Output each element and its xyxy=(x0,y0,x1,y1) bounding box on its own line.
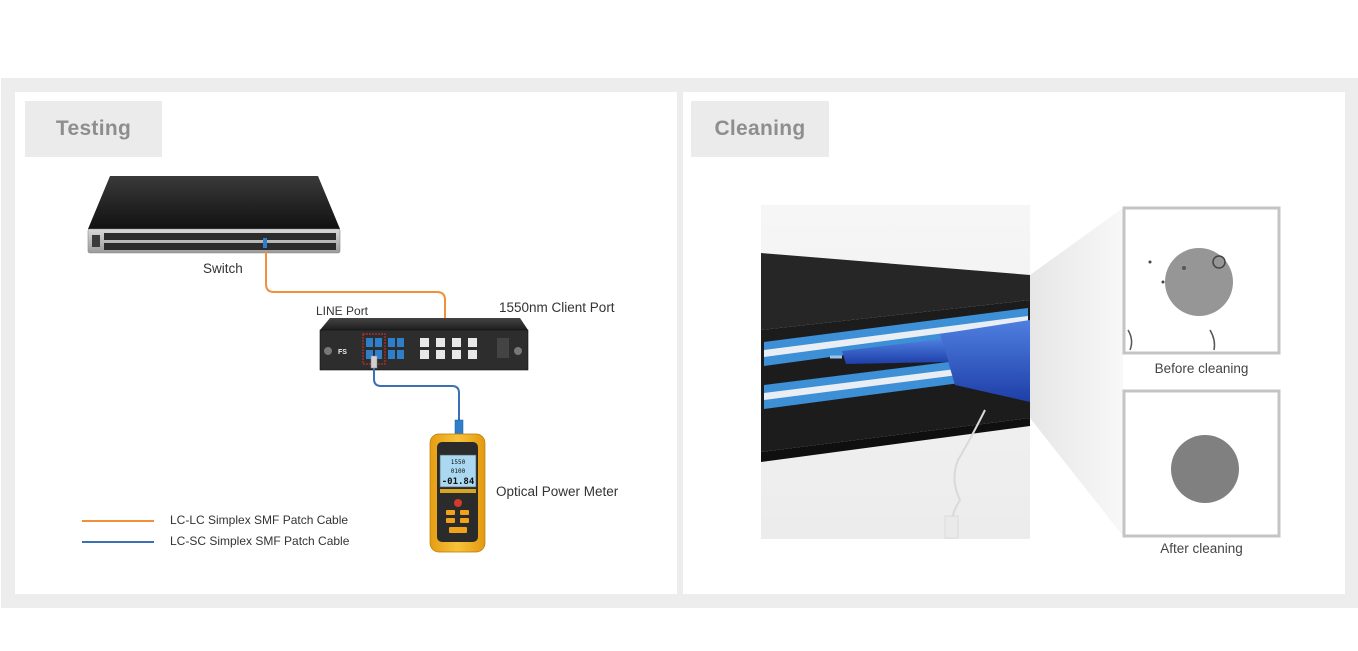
meter-power-button xyxy=(454,499,462,507)
cleaning-heading: Cleaning xyxy=(691,101,829,157)
cleaning-pen xyxy=(830,320,1030,539)
meter-display-top: 1550 xyxy=(451,459,466,466)
legend-lc-lc-label: LC-LC Simplex SMF Patch Cable xyxy=(170,513,349,527)
zoom-cone xyxy=(1030,208,1123,536)
after-cleaning-caption: After cleaning xyxy=(1160,541,1243,556)
before-cleaning-caption: Before cleaning xyxy=(1154,361,1249,376)
before-cleaning-image xyxy=(1122,206,1281,355)
lc-lc-cable xyxy=(265,252,446,333)
after-cleaning-image xyxy=(1122,389,1281,538)
optical-power-meter: 1550 0100 -01.84 xyxy=(429,433,486,553)
switch-port-row-bottom xyxy=(104,243,336,250)
meter-display-reading: -01.84 xyxy=(442,477,475,487)
client-port-label: 1550nm Client Port xyxy=(499,300,615,315)
network-switch xyxy=(87,176,341,254)
line-port-label: LINE Port xyxy=(316,304,369,318)
switch-label: Switch xyxy=(203,261,243,276)
meter-display-middle: 0100 xyxy=(451,468,466,475)
adapter-row-top xyxy=(764,308,1028,366)
legend-lc-sc-label: LC-SC Simplex SMF Patch Cable xyxy=(170,534,350,548)
svg-text:FS: FS xyxy=(338,349,347,356)
lc-sc-cable xyxy=(373,359,460,440)
mux-module: FS xyxy=(319,318,529,371)
meter-display xyxy=(439,454,477,488)
testing-heading: Testing xyxy=(25,101,162,157)
power-meter-label: Optical Power Meter xyxy=(496,484,619,499)
switch-port-row-top xyxy=(104,233,336,240)
mux-adapter-grid xyxy=(366,338,477,359)
